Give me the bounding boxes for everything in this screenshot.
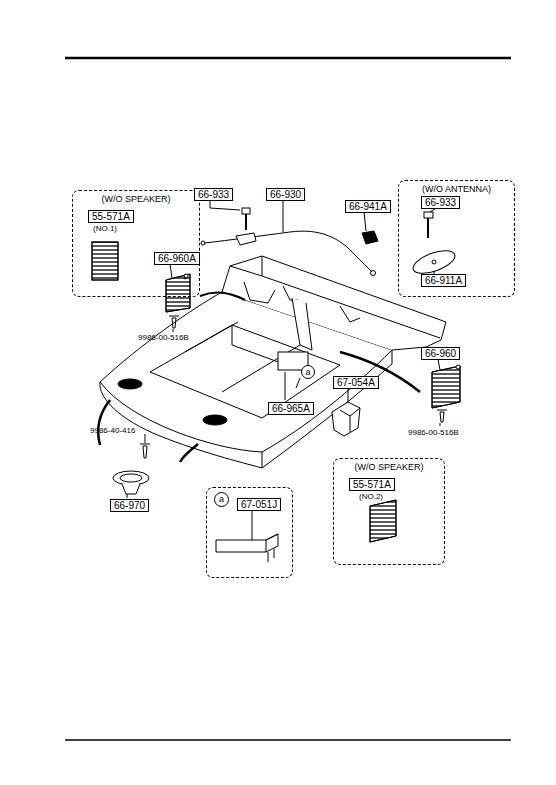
group-title: (W/O SPEAKER) [334,462,444,472]
part-number: 67-054A [337,377,375,388]
clip [332,402,360,436]
callout-box: 66-960 [421,347,460,360]
part-label: (NO.2) [359,492,383,501]
speaker-hole [203,415,227,425]
callout-box: 66-941A [345,200,391,213]
bolt-shank [427,218,429,238]
part-number: 66-911A [425,275,462,286]
callout-box: 55-571A [88,210,134,223]
leader-line [170,264,172,278]
cable-clip [362,231,378,244]
leader-line [348,388,349,402]
callout-box: 55-571A [349,478,395,491]
group-title: (W/O SPEAKER) [73,194,199,204]
circle-letter: a [301,365,315,379]
leader-line [210,200,240,210]
speaker-grille [92,242,118,280]
part-number: 67-051J [241,499,277,510]
clip-detail [340,408,360,432]
top-rule [65,57,511,60]
antenna-cable [205,231,372,272]
group-title: (W/O ANTENNA) [399,184,514,194]
part-number: 66-933 [198,189,229,200]
cable-end [201,241,205,245]
part-label: (NO.1) [93,224,117,233]
callout-box: 67-051J [237,498,281,511]
leader-line [440,423,441,426]
leader-line [173,329,174,332]
leader-line [127,494,128,498]
shelf-lip [100,382,262,468]
speaker-grille [432,365,460,408]
part-label: 9986-00-516B [408,428,459,437]
leader-line [438,359,440,370]
leader-line [283,200,284,232]
bracket-part [216,534,278,552]
part-label: 9986-00-516B [138,333,189,342]
bolt-head [242,208,250,214]
part-number: 66-930 [270,189,301,200]
callout-box: 66-911A [421,274,466,287]
part-number: 66-941A [349,201,387,212]
shelf-side [262,350,392,468]
callout-box: 67-054A [333,376,379,389]
callout-box: 66-970 [110,499,149,512]
indicator-curve [98,400,110,445]
callout-box: 66-930 [266,188,305,201]
group-outline: a 67-051J [206,487,293,578]
leader-line [285,372,286,400]
callout-box: 66-960A [154,252,200,265]
cap-hole [432,260,436,264]
leader-line [364,212,366,231]
group-outline: (W/O SPEAKER) 55-571A [333,458,445,565]
callout-box: 66-965A [268,402,314,415]
group-outline: (W/O SPEAKER) 55-571A [72,190,200,297]
screw [140,444,150,458]
screw [169,316,179,328]
cable-end [371,271,376,276]
indicator-curve [180,444,198,462]
speaker-magnet [122,484,140,494]
speaker [113,471,149,485]
part-number: 66-960 [425,348,456,359]
indicator-curve [200,293,245,300]
leader-line [296,378,300,388]
speaker-grille [370,500,396,542]
part-number: 55-571A [353,479,391,490]
speaker-cone [120,474,142,482]
leader-line [145,434,146,443]
center-console [292,298,312,350]
part-number: 55-571A [92,211,130,222]
part-number: 66-965A [272,403,310,414]
part-number: 66-960A [158,253,196,264]
speaker-grille [166,274,190,312]
bolt-head [424,212,433,218]
leader-line [252,510,253,540]
antenna-base [236,233,256,245]
group-outline: (W/O ANTENNA) 66-933 66-911A [398,180,515,297]
bottom-rule [65,739,511,741]
part-number: 66-970 [114,500,145,511]
screw [437,410,447,422]
callout-box: 66-933 [421,196,460,209]
dashboard [222,256,446,350]
speaker-hole [118,379,142,389]
circle-letter: a [214,492,229,507]
part-label: 9986-40-416 [90,426,135,435]
bolt-shank [245,214,247,230]
dashboard-edge [230,256,440,338]
callout-box: 66-933 [194,188,233,201]
bracket-detail [266,534,278,562]
part-number: 66-933 [425,197,456,208]
